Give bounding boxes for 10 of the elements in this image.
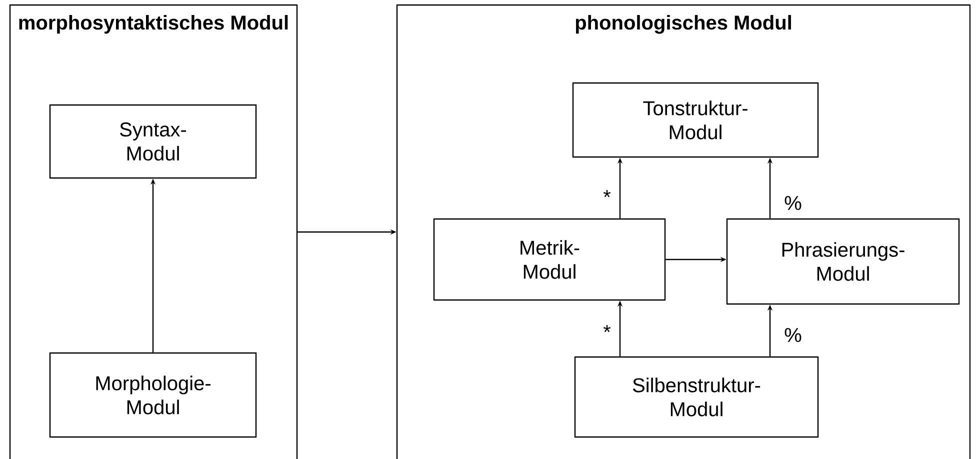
module-box: Morphologie- Modul <box>49 352 257 438</box>
edge-label: % <box>784 328 802 342</box>
module-box: Tonstruktur- Modul <box>572 82 819 158</box>
edge-label: * <box>603 190 611 198</box>
module-box: Syntax- Modul <box>49 104 257 179</box>
edge-label: * <box>603 325 611 332</box>
module-box: Silbenstruktur- Modul <box>574 356 819 438</box>
module-box: Metrik- Modul <box>433 218 666 301</box>
module-box: Phrasierungs- Modul <box>726 218 960 305</box>
edge-label: % <box>784 196 802 210</box>
